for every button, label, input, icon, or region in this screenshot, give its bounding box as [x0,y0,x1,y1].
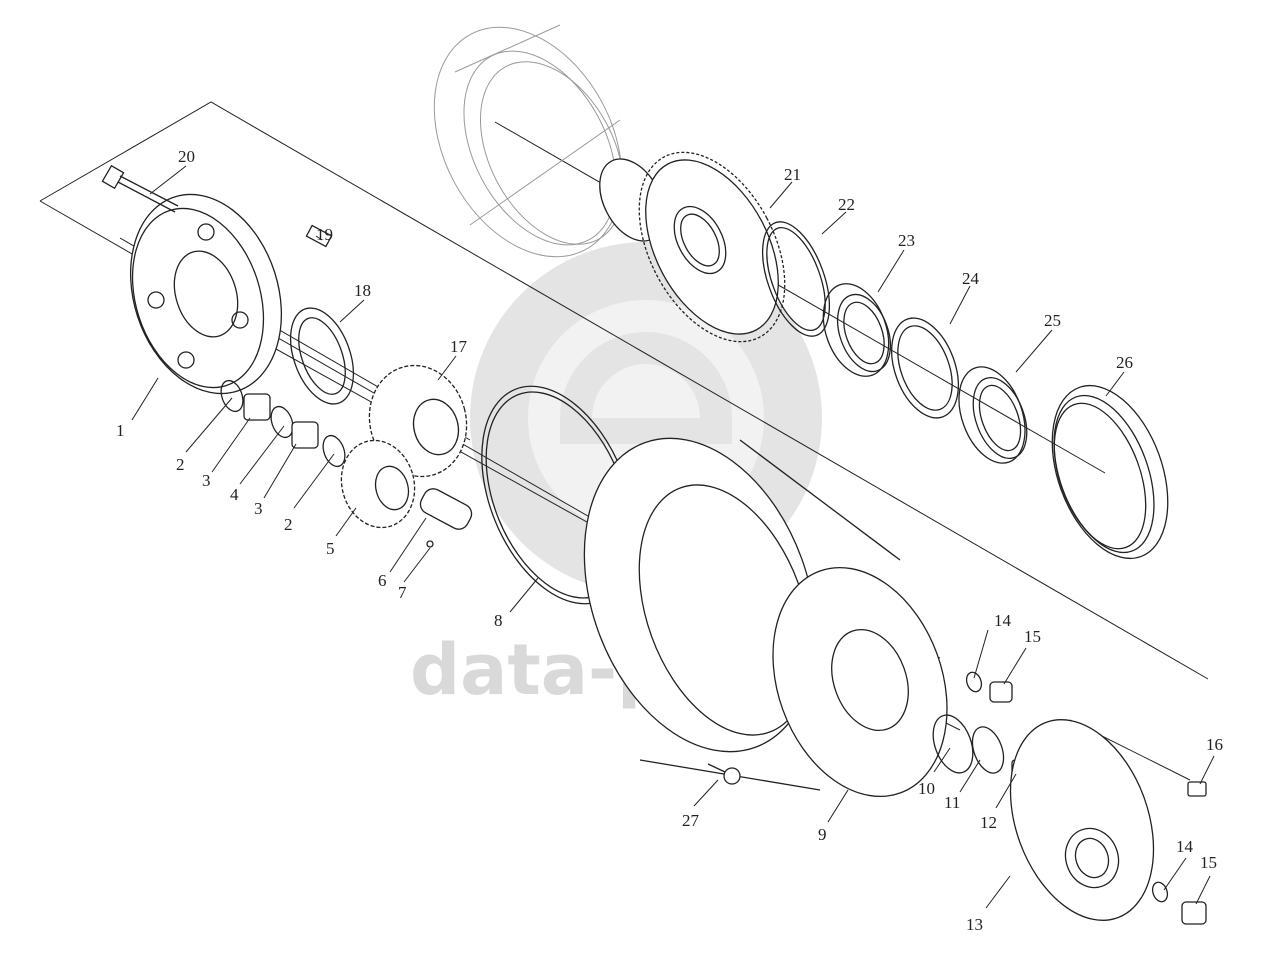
leader-lines [131,165,1215,909]
callout-2b: 2 [284,515,293,534]
callout-25: 25 [1044,311,1061,330]
small-washers-and-bearings [220,379,346,468]
callout-3b: 3 [254,499,263,518]
callout-26: 26 [1116,353,1133,372]
callout-5: 5 [326,539,335,558]
thrust-washer-18 [289,307,355,405]
callout-10: 10 [918,779,935,798]
callout-numbers: 1 2 3 4 3 2 5 6 7 8 9 10 11 12 13 14 15 … [116,147,1223,934]
callout-22: 22 [838,195,855,214]
lock-washer-24 [891,317,959,419]
callout-14b: 14 [1176,837,1194,856]
callout-12: 12 [980,813,997,832]
callout-1: 1 [116,421,125,440]
callout-17: 17 [450,337,468,356]
shaft-6 [419,488,473,530]
seal-14-lower [1151,881,1169,903]
plug-15-lower [1181,901,1207,925]
seal-14-upper [965,671,983,693]
plug-15-upper [989,681,1013,703]
callout-19: 19 [316,225,333,244]
callout-18: 18 [354,281,371,300]
callout-24: 24 [962,269,980,288]
callout-27: 27 [682,811,700,830]
planet-carrier-1 [129,193,283,395]
screw-27 [707,763,741,785]
callout-15a: 15 [1024,627,1041,646]
callout-6: 6 [378,571,387,590]
callout-14a: 14 [994,611,1012,630]
callout-13: 13 [966,915,983,934]
pin-19 [305,224,333,248]
bolt-20 [101,164,179,213]
callout-8: 8 [494,611,503,630]
callout-16: 16 [1206,735,1223,754]
callout-3a: 3 [202,471,211,490]
seal-ring-26 [1051,384,1169,560]
callout-23: 23 [898,231,915,250]
circlip-11 [971,726,1005,774]
callout-20: 20 [178,147,195,166]
callout-9: 9 [818,825,827,844]
planet-gear-5 [340,439,416,529]
callout-4: 4 [230,485,239,504]
washer-22 [761,221,831,337]
ring-housing-ghost [433,24,625,258]
bolt-16 [1187,781,1207,797]
nut-23 [822,283,892,377]
callout-15b: 15 [1200,853,1217,872]
callout-7: 7 [398,583,407,602]
callout-11: 11 [944,793,960,812]
callout-21: 21 [784,165,801,184]
ball-7 [426,540,434,548]
nut-25 [958,366,1028,464]
washer-10 [932,714,974,774]
large-gear-21 [599,151,786,343]
cover-13 [1009,719,1155,921]
callout-2a: 2 [176,455,185,474]
hub-body-9 [583,437,948,798]
